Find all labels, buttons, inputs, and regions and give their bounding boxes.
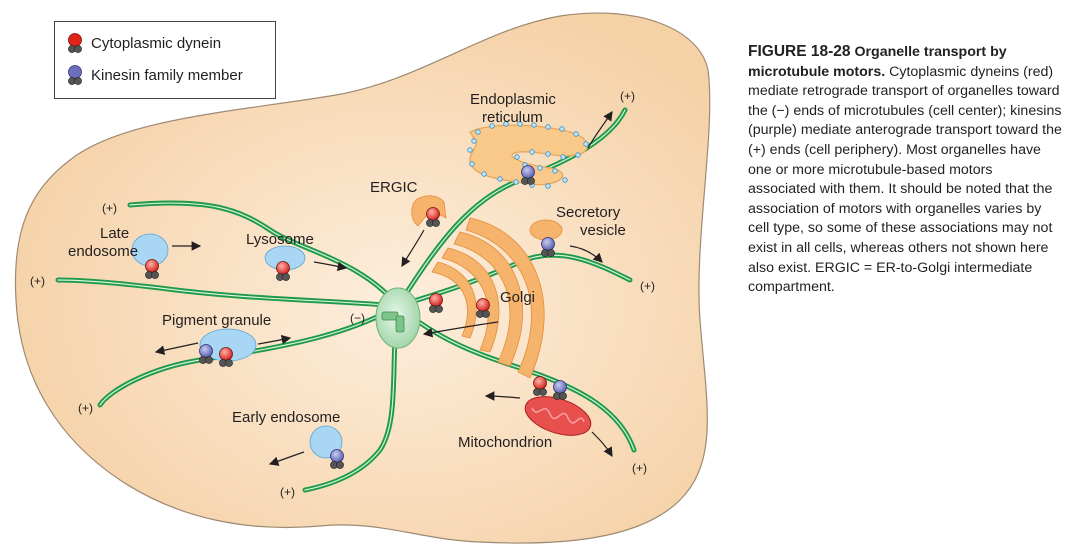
transport-arrows — [154, 111, 613, 466]
legend-dynein-label: Cytoplasmic dynein — [91, 34, 222, 52]
dynein-motor-mito — [533, 376, 547, 397]
figure-number: FIGURE 18-28 — [748, 43, 851, 60]
label-pigment-granule: Pigment granule — [162, 312, 271, 329]
label-golgi: Golgi — [500, 289, 535, 306]
kinesin-motor-pigment — [198, 344, 214, 365]
label-lysosome: Lysosome — [246, 231, 314, 248]
plus-end-label-lower-left: (+) — [78, 401, 93, 415]
golgi-stack — [431, 217, 545, 379]
plus-end-label-bottom: (+) — [280, 485, 295, 499]
legend-kinesin-label: Kinesin family member — [91, 66, 243, 84]
plus-end-label-left: (+) — [30, 274, 45, 288]
secretory-vesicle — [529, 219, 563, 241]
endoplasmic-reticulum — [467, 121, 589, 189]
label-late-endosome-line2: endosome — [68, 243, 138, 260]
legend-item-kinesin: Kinesin family member — [67, 64, 243, 86]
dynein-motor-late-endosome — [144, 259, 160, 280]
label-late-endosome-line1: Late — [100, 225, 129, 242]
figure-caption: FIGURE 18-28 Organelle transport by micr… — [748, 42, 1064, 298]
label-secretory-line1: Secretory — [556, 204, 621, 221]
kinesin-motor-early-endosome — [329, 449, 345, 470]
organelle-transport-diagram: Endoplasmic reticulum ERGIC Secretory ve… — [14, 12, 711, 544]
label-er-line1: Endoplasmic — [470, 91, 556, 108]
plus-end-label-top-right: (+) — [620, 89, 635, 103]
dynein-icon — [68, 33, 82, 53]
kinesin-motor-secretory — [541, 237, 555, 258]
plus-end-label-lower-right: (+) — [632, 461, 647, 475]
kinesin-motor-mito — [553, 380, 567, 401]
dynein-motor-golgi-2 — [475, 298, 491, 319]
label-mitochondrion: Mitochondrion — [458, 434, 552, 451]
plus-end-label-upper-left: (+) — [102, 201, 117, 215]
label-early-endosome: Early endosome — [232, 409, 340, 426]
label-er-line2: reticulum — [482, 109, 543, 126]
plus-end-label-right: (+) — [640, 279, 655, 293]
label-ergic: ERGIC — [370, 179, 418, 196]
dynein-motor-er — [521, 165, 535, 186]
dynein-motor-golgi-1 — [428, 293, 444, 314]
dynein-motor-pigment — [218, 347, 234, 368]
dynein-motor-lysosome — [275, 261, 291, 282]
kinesin-icon — [68, 65, 82, 85]
minus-end-label: (−) — [350, 311, 365, 325]
label-secretory-line2: vesicle — [580, 222, 626, 239]
legend-item-dynein: Cytoplasmic dynein — [67, 32, 221, 54]
dynein-motor-ergic — [425, 207, 441, 228]
figure-caption-body: Cytoplasmic dyneins (red) mediate retrog… — [748, 63, 1062, 296]
figure-title: Organelle transport by microtubule motor… — [748, 44, 1007, 80]
legend: Cytoplasmic dynein Kinesin family member — [54, 21, 276, 99]
